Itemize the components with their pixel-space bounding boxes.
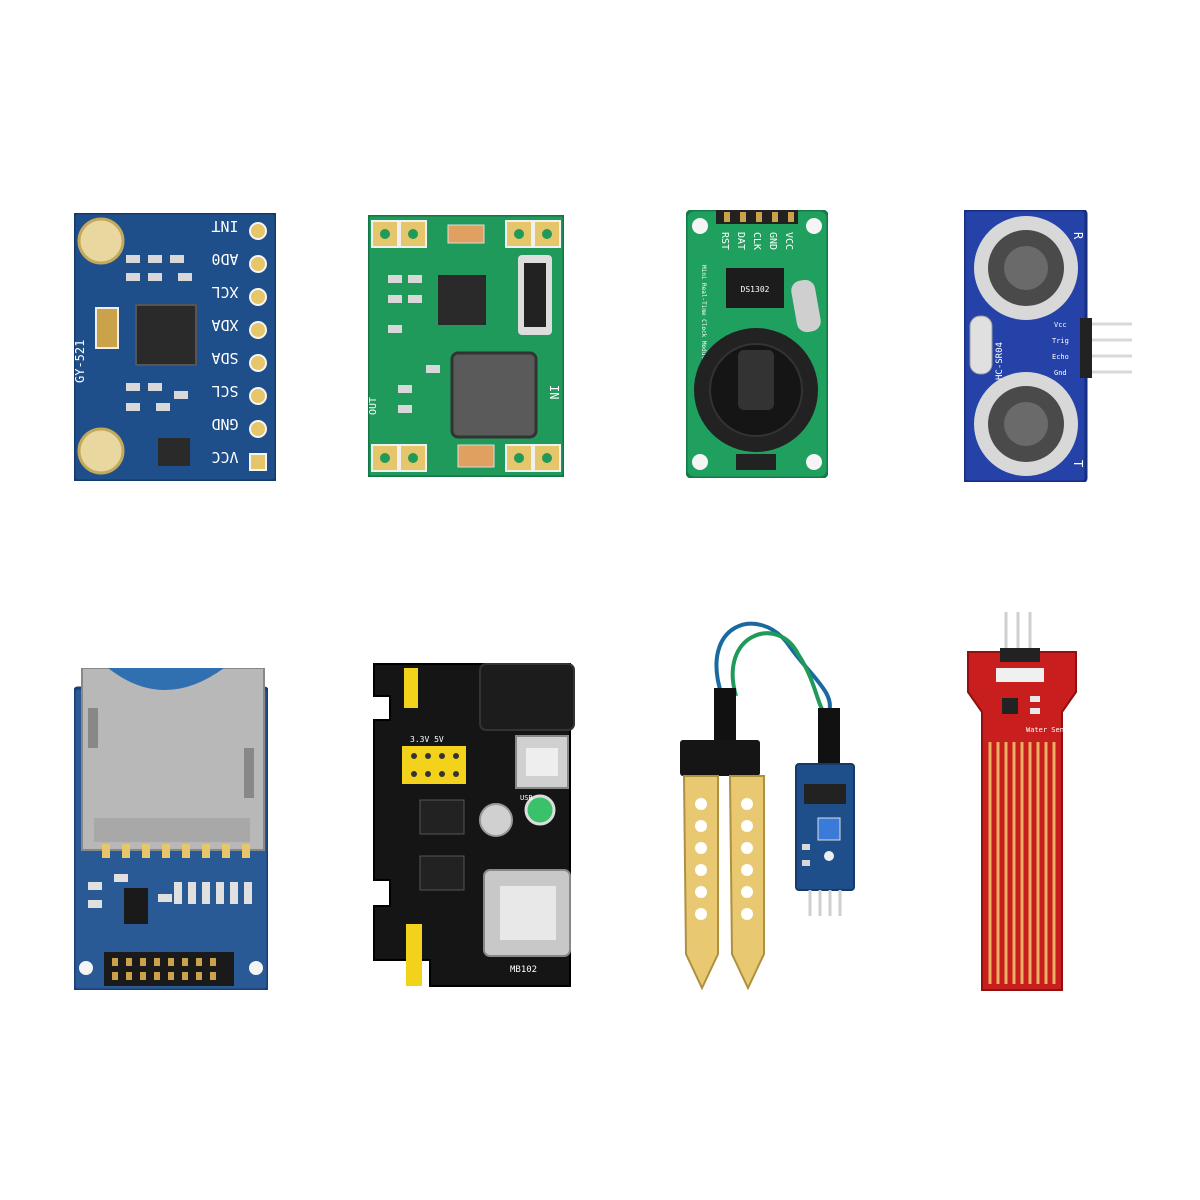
soil-probe-icon (680, 621, 855, 991)
mpu-pin-label-xda: XDA (211, 316, 238, 334)
rtc-header-label-clk: CLK (751, 232, 762, 250)
mpu-board-label: GY-521 (74, 340, 87, 383)
power-usb-label: USB (520, 794, 533, 802)
rtc-header-label-rst: RST (719, 232, 730, 250)
rtc-header-label-vcc: VCC (783, 232, 794, 250)
mpu-pin-label-scl: SCL (211, 382, 238, 400)
buck-label-in: IN (547, 385, 561, 399)
buck-converter-module: IN OUT (368, 215, 564, 477)
breadboard-power-module: 3.3V 5V USB MB102 (370, 660, 576, 990)
mpu6050-module: INT AD0 XCL XDA SDA SCL GND VCC GY-521 (74, 213, 276, 481)
ultrasonic-module: R T HC-SR04 Vcc Trig Echo Gnd (964, 210, 1134, 482)
ultrasonic-label-t: T (1071, 460, 1085, 467)
rtc-board-text: Mini Real-Time Clock Module (700, 265, 707, 363)
mpu-pin-label-xcl: XCL (211, 283, 238, 301)
power-part-text: MB102 (510, 965, 537, 975)
mpu-pin-label-int: INT (211, 217, 238, 235)
mpu-pin-label-vcc: VCC (211, 448, 238, 466)
rtc-module: VCC GND CLK DAT RST Mini Real-Time Clock… (686, 210, 828, 478)
ultrasonic-label-r: R (1071, 232, 1085, 240)
soil-moisture-module (678, 604, 862, 992)
ultrasonic-pin-trig: Trig (1052, 337, 1069, 345)
ultrasonic-board-label: HC-SR04 (995, 342, 1005, 380)
sd-card-module (74, 668, 268, 990)
buck-label-out: OUT (368, 397, 379, 415)
water-board-label: Water Sensor (1026, 726, 1077, 734)
mpu-pin-label-gnd: GND (211, 415, 238, 433)
mpu-pin-label-ad0: AD0 (211, 250, 238, 268)
rtc-chip-text: DS1302 (741, 285, 770, 294)
ultrasonic-pin-echo: Echo (1052, 353, 1069, 361)
rtc-header-label-dat: DAT (735, 232, 746, 250)
mpu-pin-label-sda: SDA (211, 349, 238, 367)
water-level-module: Water Sensor (966, 612, 1078, 992)
ultrasonic-pin-vcc: Vcc (1054, 321, 1067, 329)
sd-card-slot-icon (81, 668, 265, 851)
ultrasonic-pin-gnd: Gnd (1054, 369, 1067, 377)
rtc-header-label-gnd: GND (767, 232, 778, 250)
power-board-label: 3.3V 5V (410, 735, 444, 744)
